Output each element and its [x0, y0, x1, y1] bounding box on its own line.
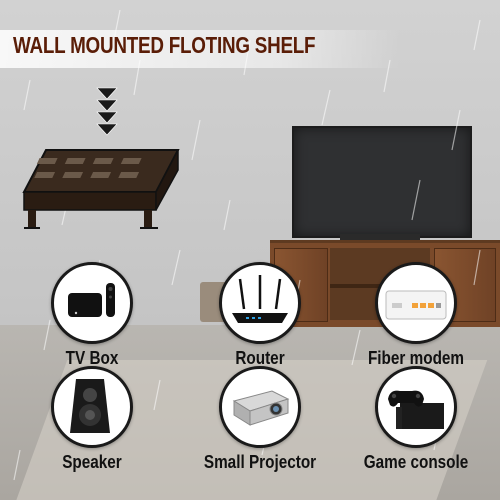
tv-stand [340, 234, 420, 242]
page-title: WALL MOUNTED FLOTING SHELF [13, 32, 316, 58]
device-card-projector: Small Projector [190, 366, 330, 473]
speaker-icon [51, 366, 133, 448]
projector-icon [219, 366, 301, 448]
device-label: Router [235, 348, 285, 368]
device-card-router: Router [190, 262, 330, 369]
title-banner [0, 30, 400, 68]
game-console-icon [375, 366, 457, 448]
device-label: Small Projector [203, 452, 317, 472]
device-label: TV Box [65, 348, 119, 368]
device-card-fiber-modem: Fiber modem [346, 262, 486, 369]
device-label: Game console [363, 452, 469, 472]
device-card-tv-box: TV Box [22, 262, 162, 369]
device-label: Fiber modem [367, 348, 465, 368]
router-icon [219, 262, 301, 344]
mount-arrows-icon [96, 87, 118, 136]
device-label: Speaker [62, 452, 122, 472]
fiber-modem-icon [375, 262, 457, 344]
tv-box-icon [51, 262, 133, 344]
device-card-speaker: Speaker [22, 366, 162, 473]
floating-shelf-icon [22, 149, 180, 229]
device-card-game-console: Game console [346, 366, 486, 473]
